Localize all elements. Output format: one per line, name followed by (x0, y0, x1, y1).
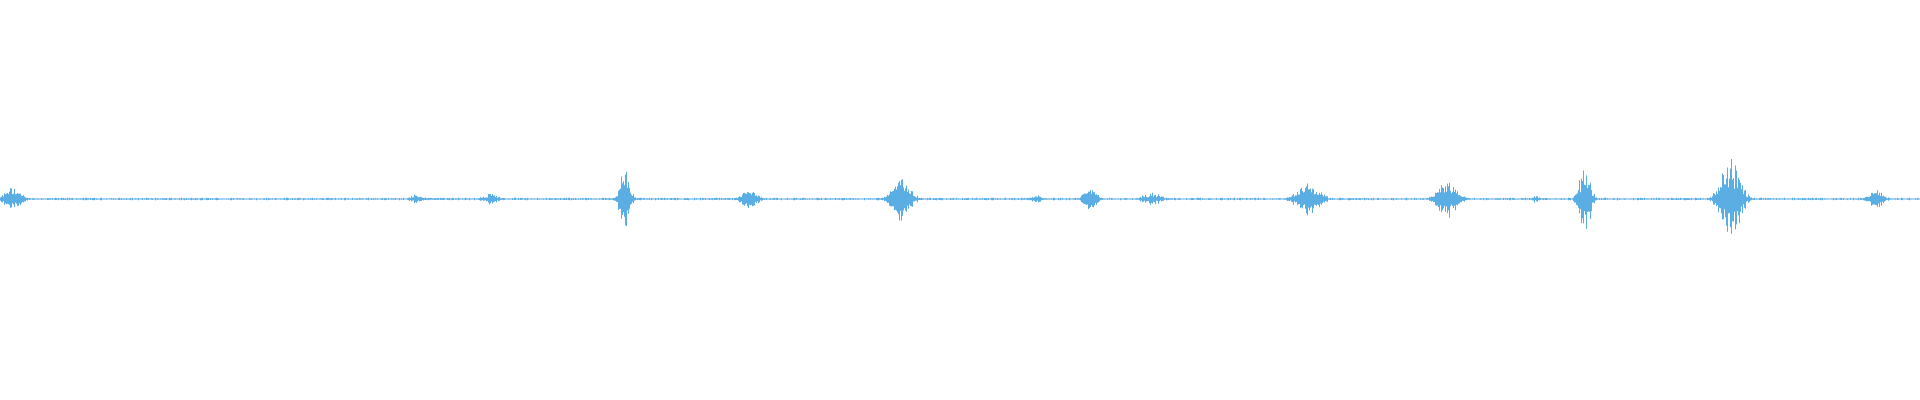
waveform-path (0, 159, 1920, 234)
waveform-samples (0, 159, 1920, 234)
